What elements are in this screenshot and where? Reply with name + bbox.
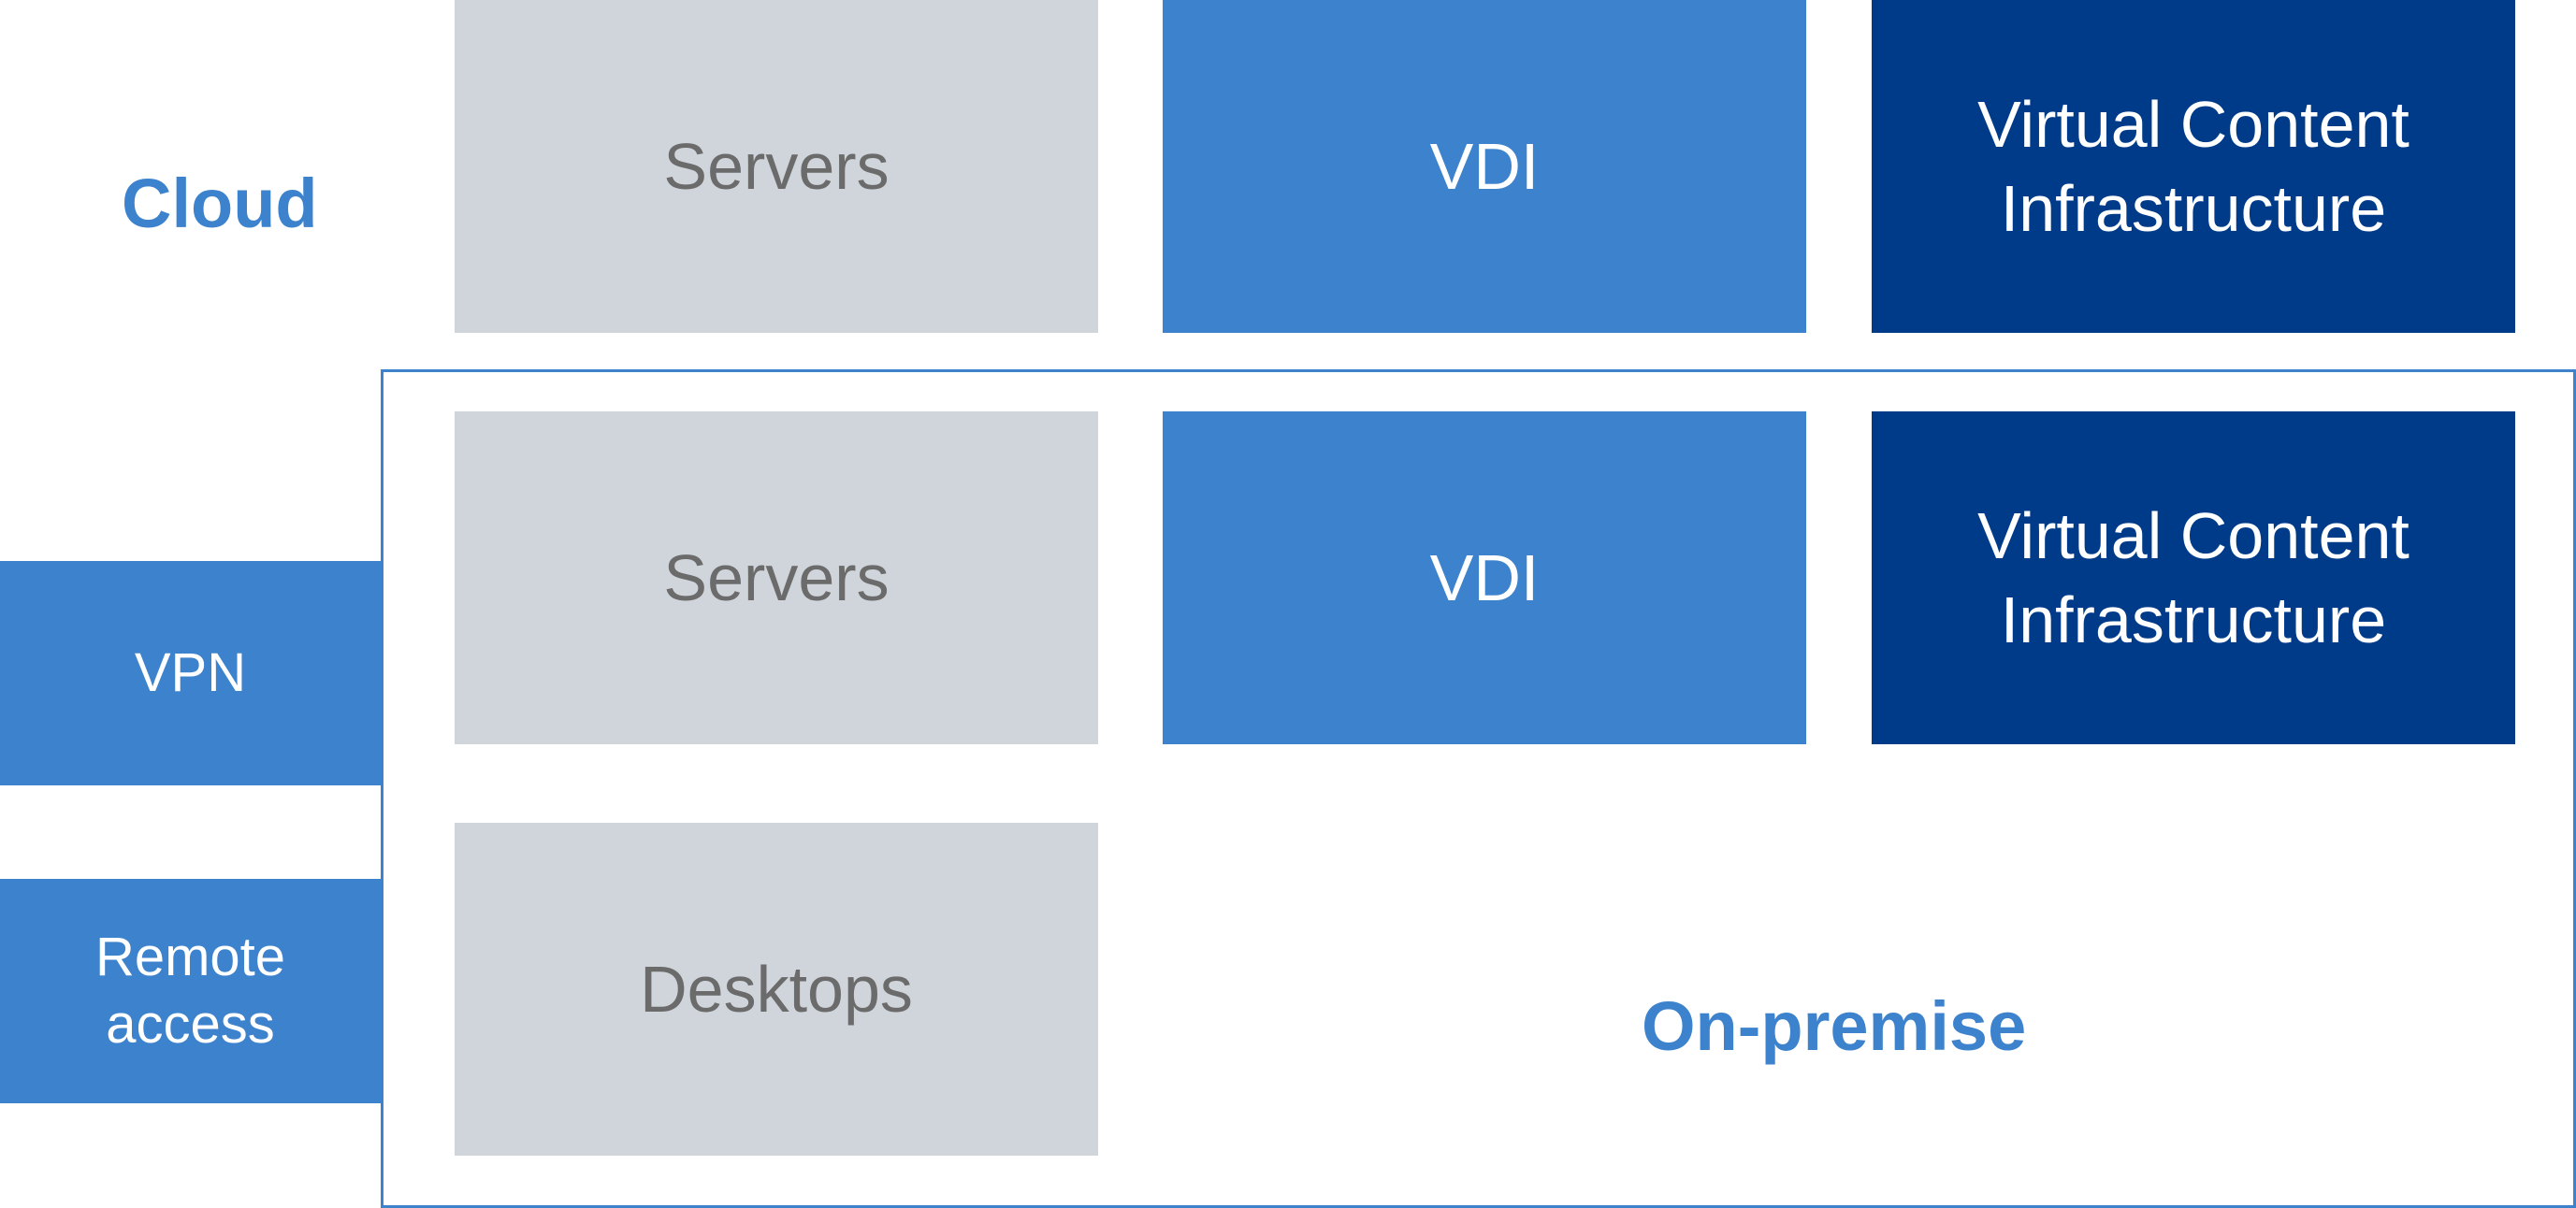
onpremise-vci-box: Virtual Content Infrastructure (1872, 411, 2515, 744)
onpremise-desktops-label: Desktops (640, 953, 913, 1026)
cloud-vci-box: Virtual Content Infrastructure (1872, 0, 2515, 333)
cloud-servers-box: Servers (455, 0, 1098, 333)
remote-access-box: Remote access (0, 879, 381, 1103)
onpremise-vdi-box: VDI (1163, 411, 1806, 744)
cloud-zone-label: Cloud (122, 165, 318, 242)
onpremise-servers-box: Servers (455, 411, 1098, 744)
remote-access-label: Remote access (94, 927, 286, 1055)
onpremise-servers-label: Servers (663, 541, 890, 614)
onpremise-zone-frame (381, 369, 2576, 1208)
cloud-vdi-label: VDI (1429, 130, 1540, 203)
onpremise-zone-label: On-premise (1642, 987, 2027, 1065)
cloud-servers-label: Servers (663, 130, 890, 203)
onpremise-desktops-box: Desktops (455, 823, 1098, 1156)
vpn-access-label: VPN (134, 642, 247, 703)
onpremise-vci-label: Virtual Content Infrastructure (1977, 499, 2410, 656)
vpn-access-box: VPN (0, 561, 381, 785)
cloud-vci-label: Virtual Content Infrastructure (1977, 88, 2410, 245)
onpremise-vdi-label: VDI (1429, 541, 1540, 614)
cloud-vdi-box: VDI (1163, 0, 1806, 333)
